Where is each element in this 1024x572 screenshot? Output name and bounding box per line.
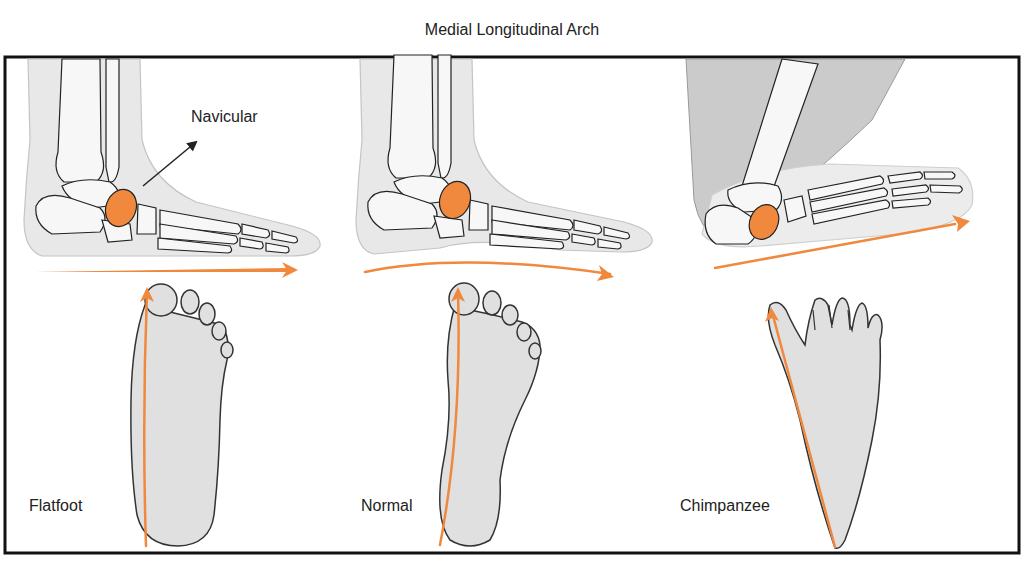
arch-arrow-head: [597, 265, 614, 281]
toe: [221, 342, 233, 358]
leader-arrow: [143, 142, 196, 186]
panel-label: Normal: [361, 496, 413, 515]
navicular-bone: [744, 200, 785, 244]
arch-arrow: [715, 224, 955, 268]
arch-arrow: [365, 262, 610, 274]
toe: [449, 283, 479, 315]
toe: [502, 305, 518, 325]
phalanx-bone: [892, 198, 931, 208]
metatarsal-bone: [812, 200, 890, 224]
arch-arrow-head: [952, 215, 970, 232]
phalanx-bone: [930, 185, 962, 193]
foot-bones: [36, 59, 298, 253]
foot-bones: [368, 55, 630, 249]
figure-title: Medial Longitudinal Arch: [425, 20, 599, 39]
toe: [199, 303, 215, 325]
toe: [145, 284, 177, 316]
arch-arrow: [440, 292, 459, 545]
navicular-bone: [434, 177, 475, 223]
arch-arrow: [144, 292, 147, 546]
navicular-bone: [100, 185, 141, 231]
arch-arrow: [35, 268, 288, 272]
cuneiform-bone: [784, 196, 806, 222]
phalanx-bone: [892, 185, 929, 196]
toe: [517, 323, 531, 341]
footprint: [768, 298, 882, 548]
figure-frame: [5, 57, 1019, 553]
arch-arrow: [772, 312, 835, 547]
toe: [212, 322, 226, 340]
phalanx-bone: [888, 172, 923, 183]
foot-silhouette: [702, 164, 973, 247]
toe: [529, 343, 541, 359]
part-label: Navicular: [191, 107, 258, 126]
panel-label: Chimpanzee: [680, 496, 770, 515]
toe: [181, 290, 199, 314]
foot-silhouette: [24, 59, 320, 256]
arch-arrow-head: [140, 287, 154, 302]
arch-arrow-head: [282, 262, 298, 278]
phalanx-bone: [924, 172, 955, 179]
toe-crease: [813, 305, 850, 330]
panel-label: Flatfoot: [29, 496, 82, 515]
tibia-bone: [742, 59, 818, 192]
arch-arrow-head: [765, 307, 779, 322]
arch-arrow-head: [451, 287, 465, 302]
toe: [483, 291, 501, 315]
